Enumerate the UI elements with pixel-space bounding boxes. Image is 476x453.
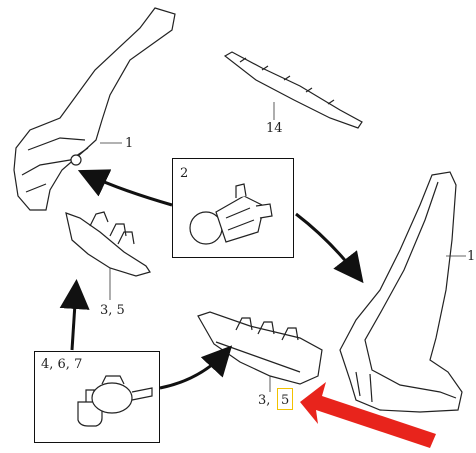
label-lamp-lower-3: 3,	[258, 393, 271, 408]
leader-lines	[100, 102, 466, 392]
label-inset-2: 2	[180, 166, 189, 181]
tail-panel-upper-left	[13, 7, 176, 211]
label-part-1-right: 1	[467, 249, 476, 264]
label-inset-4-6-7: 4, 6, 7	[41, 357, 83, 372]
highlight-box-5	[277, 388, 293, 410]
label-part-1-upper-left: 1	[125, 136, 134, 151]
lamp-unit-lower	[197, 311, 323, 385]
flow-arrows	[59, 169, 364, 390]
red-arrow-pointer	[300, 382, 436, 448]
inset-box-bulb	[172, 158, 294, 258]
label-lamp-upper-3-5: 3, 5	[100, 303, 125, 318]
label-lamp-lower-5: 5	[281, 393, 290, 408]
lamp-unit-upper	[65, 211, 151, 277]
label-part-14: 14	[266, 121, 283, 136]
reflector-strip-14	[223, 51, 363, 129]
tail-panel-right	[339, 171, 463, 413]
